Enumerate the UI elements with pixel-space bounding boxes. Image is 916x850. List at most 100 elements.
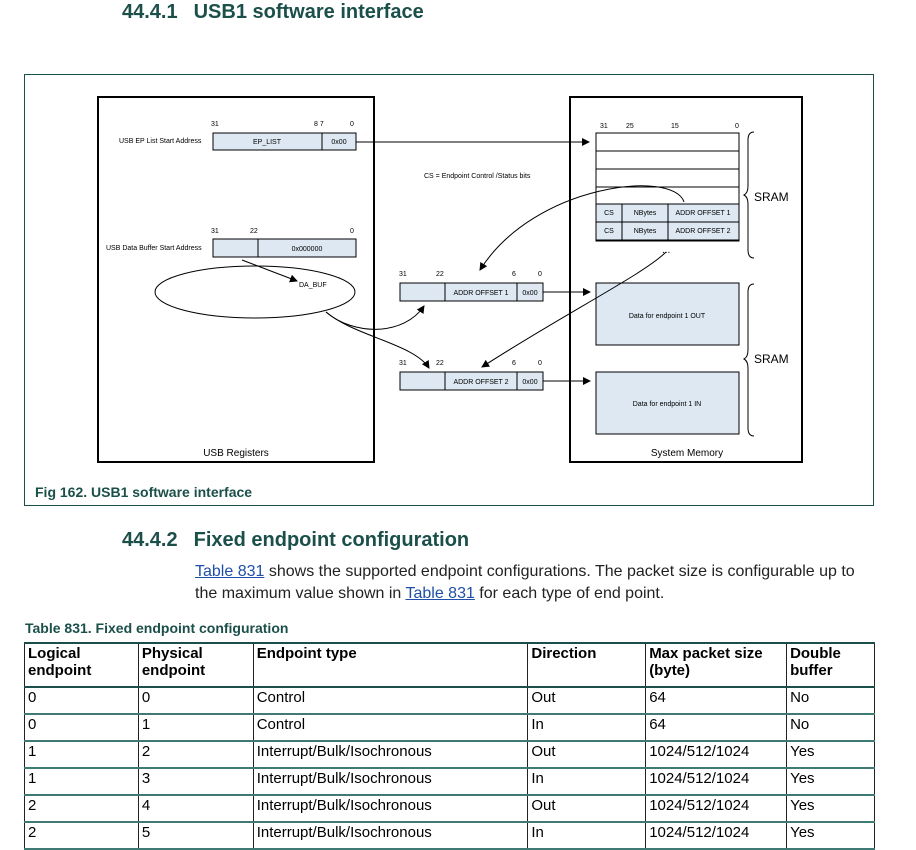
ep-row2-offset: ADDR OFFSET 2 <box>675 228 730 235</box>
cell-logical: 0 <box>24 686 139 715</box>
data-endpoint-1-in-block <box>595 371 740 435</box>
table-row: 2 5 Interrupt/Bulk/Isochronous In 1024/5… <box>24 821 875 850</box>
figure-caption: Fig 162. USB1 software interface <box>35 484 253 500</box>
cell-type: Interrupt/Bulk/Isochronous <box>252 767 529 796</box>
cell-type: Control <box>252 686 529 715</box>
data-endpoint-1-out-label: Data for endpoint 1 OUT <box>629 313 706 320</box>
addr-offset-1-field: ADDR OFFSET 1 <box>453 290 508 297</box>
da-buf-ellipse <box>154 265 356 319</box>
cell-logical: 1 <box>24 740 139 769</box>
system-memory-label: System Memory <box>651 448 723 459</box>
table-831-link[interactable]: Table 831 <box>405 585 475 602</box>
cell-physical: 4 <box>137 794 254 823</box>
data-buf-bit-31: 31 <box>211 228 219 235</box>
cell-double-buffer: No <box>786 686 875 715</box>
cell-double-buffer: Yes <box>786 794 875 823</box>
cs-note: CS = Endpoint Control /Status bits <box>424 173 531 180</box>
cell-max-packet: 64 <box>645 686 788 715</box>
offset2-bit-22: 22 <box>436 360 444 367</box>
ep-row2-nbytes: NBytes <box>634 228 657 235</box>
cell-double-buffer: Yes <box>786 740 875 769</box>
cell-max-packet: 1024/512/1024 <box>645 794 788 823</box>
cell-physical: 2 <box>137 740 254 769</box>
offset2-bit-31: 31 <box>399 360 407 367</box>
cell-max-packet: 1024/512/1024 <box>645 767 788 796</box>
ep-list-ellipsis: ... <box>662 245 670 256</box>
ep-list-bit-0: 0 <box>350 121 354 128</box>
cell-max-packet: 1024/512/1024 <box>645 821 788 850</box>
cell-logical: 0 <box>24 713 139 742</box>
data-buffer-start-address-label: USB Data Buffer Start Address <box>106 245 202 252</box>
cell-logical: 2 <box>24 794 139 823</box>
cell-type: Interrupt/Bulk/Isochronous <box>252 821 529 850</box>
ep-list-low-bits: 0x00 <box>331 139 346 146</box>
data-buf-bit-0: 0 <box>350 228 354 235</box>
ep-row1-offset: ADDR OFFSET 1 <box>675 210 730 217</box>
cell-logical: 1 <box>24 767 139 796</box>
cell-double-buffer: Yes <box>786 767 875 796</box>
table-title: Table 831. Fixed endpoint configuration <box>25 620 289 636</box>
cell-double-buffer: Yes <box>786 821 875 850</box>
cell-physical: 5 <box>137 821 254 850</box>
header-direction: Direction <box>527 642 647 688</box>
table-row: 0 0 Control Out 64 No <box>24 686 875 715</box>
data-endpoint-1-in-label: Data for endpoint 1 IN <box>633 401 702 408</box>
addr-offset-2-field: ADDR OFFSET 2 <box>453 379 508 386</box>
header-physical-endpoint: Physical endpoint <box>137 642 254 688</box>
header-max-packet-size: Max packet size (byte) <box>645 642 788 688</box>
addr-offset-2-low: 0x00 <box>522 379 537 386</box>
cell-direction: In <box>527 713 647 742</box>
header-logical-endpoint: Logical endpoint <box>24 642 139 688</box>
table-row: 1 3 Interrupt/Bulk/Isochronous In 1024/5… <box>24 767 875 796</box>
mem-bit-25: 25 <box>626 123 634 130</box>
usb-registers-label: USB Registers <box>203 448 269 459</box>
cell-direction: Out <box>527 686 647 715</box>
mem-bit-31: 31 <box>600 123 608 130</box>
mem-bit-0: 0 <box>735 123 739 130</box>
figure-frame <box>24 74 874 506</box>
section-heading-usb1-software-interface: 44.4.1 USB1 software interface <box>122 1 424 24</box>
cell-type: Interrupt/Bulk/Isochronous <box>252 740 529 769</box>
table-row: 0 1 Control In 64 No <box>24 713 875 742</box>
offset1-bit-0: 0 <box>538 271 542 278</box>
section-title: USB1 software interface <box>193 1 424 23</box>
cell-direction: Out <box>527 740 647 769</box>
ep-row2-cs: CS <box>604 228 614 235</box>
intro-paragraph: Table 831 shows the supported endpoint c… <box>195 561 875 605</box>
section-number: 44.4.2 <box>122 529 178 551</box>
sram-brace-bottom <box>742 283 755 437</box>
offset2-bit-0: 0 <box>538 360 542 367</box>
ep-row1-cs: CS <box>604 210 614 217</box>
mem-bit-15: 15 <box>671 123 679 130</box>
ep-list-start-address-label: USB EP List Start Address <box>119 138 202 145</box>
usb1-interface-diagram: USB Registers 31 8 7 0 USB EP List Start… <box>97 96 803 463</box>
cell-physical: 1 <box>137 713 254 742</box>
cell-direction: Out <box>527 794 647 823</box>
cell-max-packet: 64 <box>645 713 788 742</box>
cell-type: Control <box>252 713 529 742</box>
section-number: 44.4.1 <box>122 1 178 23</box>
ep-list-bit-8-7: 8 7 <box>314 121 324 128</box>
paragraph-text-1: shows the supported endpoint configurati… <box>195 563 855 602</box>
cell-max-packet: 1024/512/1024 <box>645 740 788 769</box>
addr-offset-1-low: 0x00 <box>522 290 537 297</box>
data-buf-bit-22: 22 <box>250 228 258 235</box>
table-header-row: Logical endpoint Physical endpoint Endpo… <box>24 642 875 688</box>
data-buffer-value: 0x000000 <box>292 246 323 253</box>
table-row: 2 4 Interrupt/Bulk/Isochronous Out 1024/… <box>24 794 875 823</box>
section-title: Fixed endpoint configuration <box>193 529 470 551</box>
offset2-bit-6: 6 <box>512 360 516 367</box>
cell-physical: 0 <box>137 686 254 715</box>
ep-list-field: EP_LIST <box>253 139 282 146</box>
ep-list-bit-31: 31 <box>211 121 219 128</box>
cell-logical: 2 <box>24 821 139 850</box>
sram-label-top: SRAM <box>754 190 789 204</box>
table-831-link[interactable]: Table 831 <box>195 563 265 580</box>
fixed-endpoint-configuration-table: Logical endpoint Physical endpoint Endpo… <box>24 642 875 850</box>
data-endpoint-1-out-block <box>595 282 740 346</box>
sram-brace-top <box>742 131 755 259</box>
da-buf-label: DA_BUF <box>299 282 327 289</box>
ep-row1-nbytes: NBytes <box>634 210 657 217</box>
offset1-bit-31: 31 <box>399 271 407 278</box>
paragraph-text-2: for each type of end point. <box>474 585 665 602</box>
